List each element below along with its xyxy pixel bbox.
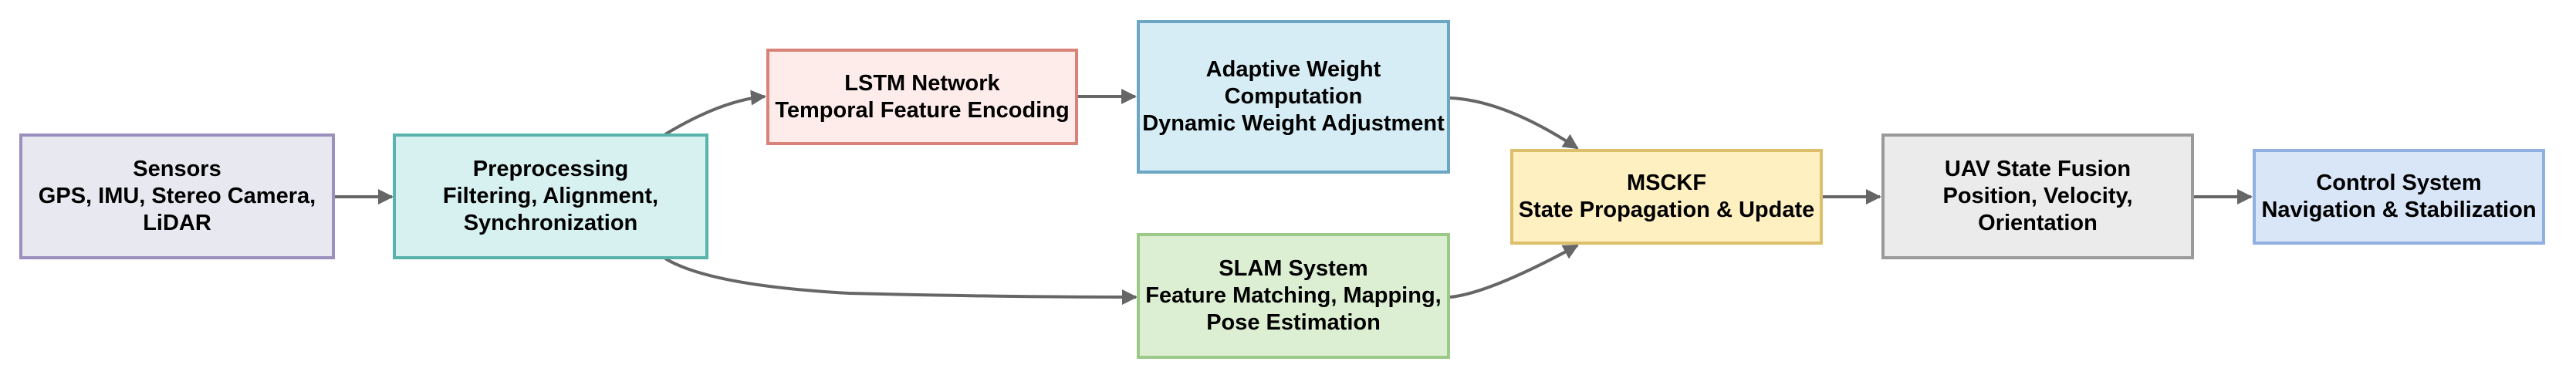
node-preprocessing-title: Preprocessing: [472, 157, 629, 181]
node-sensors-detail-1: GPS, IMU, Stereo Camera,: [38, 184, 316, 208]
edge-preprocessing-to-lstm: [664, 90, 766, 136]
node-uav-state-fusion-label: UAV State Fusion Position, Velocity, Ori…: [1942, 156, 2132, 237]
node-adaptive-weight-label: Adaptive Weight Computation Dynamic Weig…: [1142, 56, 1445, 137]
node-lstm: LSTM Network Temporal Feature Encoding: [766, 49, 1078, 145]
node-slam-detail-2: Pose Estimation: [1206, 310, 1381, 335]
edge-adaptive-to-msckf: [1449, 96, 1579, 150]
node-uav-state-fusion: UAV State Fusion Position, Velocity, Ori…: [1881, 134, 2194, 259]
node-control-system-detail-1: Navigation & Stabilization: [2261, 198, 2537, 222]
node-adaptive-weight-title: Adaptive Weight: [1205, 57, 1381, 82]
edge-slam-to-msckf: [1449, 244, 1579, 299]
node-adaptive-weight-detail: Dynamic Weight Adjustment: [1142, 111, 1445, 136]
node-control-system-label: Control System Navigation & Stabilizatio…: [2261, 170, 2536, 224]
node-preprocessing: Preprocessing Filtering, Alignment, Sync…: [393, 134, 708, 259]
node-sensors-label: Sensors GPS, IMU, Stereo Camera, LiDAR: [39, 156, 316, 237]
node-preprocessing-label: Preprocessing Filtering, Alignment, Sync…: [443, 156, 658, 237]
node-slam-title: SLAM System: [1219, 256, 1368, 281]
node-sensors-detail-2: LiDAR: [143, 211, 211, 235]
node-control-system-title: Control System: [2316, 171, 2482, 195]
node-lstm-detail-1: Temporal Feature Encoding: [775, 97, 1070, 123]
node-uav-state-fusion-detail-2: Orientation: [1978, 211, 2098, 235]
node-msckf: MSCKF State Propagation & Update: [1510, 149, 1823, 245]
edge-preprocessing-to-slam: [664, 257, 1138, 305]
node-msckf-label: MSCKF State Propagation & Update: [1519, 170, 1815, 224]
node-preprocessing-detail-2: Synchronization: [463, 211, 638, 235]
node-adaptive-weight: Adaptive Weight Computation Dynamic Weig…: [1137, 20, 1450, 174]
node-msckf-title: MSCKF: [1626, 171, 1707, 195]
node-slam: SLAM System Feature Matching, Mapping, P…: [1137, 233, 1450, 359]
node-control-system: Control System Navigation & Stabilizatio…: [2253, 149, 2545, 245]
node-preprocessing-detail-1: Filtering, Alignment,: [442, 184, 659, 208]
node-sensors-title: Sensors: [133, 157, 221, 181]
node-msckf-detail-1: State Propagation & Update: [1518, 198, 1815, 222]
node-sensors: Sensors GPS, IMU, Stereo Camera, LiDAR: [19, 134, 335, 259]
node-slam-detail-1: Feature Matching, Mapping,: [1145, 283, 1442, 308]
node-adaptive-weight-title-2: Computation: [1224, 84, 1363, 109]
node-slam-label: SLAM System Feature Matching, Mapping, P…: [1145, 255, 1441, 336]
node-uav-state-fusion-detail-1: Position, Velocity,: [1942, 184, 2133, 208]
node-lstm-label: LSTM Network Temporal Feature Encoding: [775, 70, 1069, 124]
node-lstm-title: LSTM Network: [844, 70, 1000, 96]
node-uav-state-fusion-title: UAV State Fusion: [1944, 157, 2131, 181]
